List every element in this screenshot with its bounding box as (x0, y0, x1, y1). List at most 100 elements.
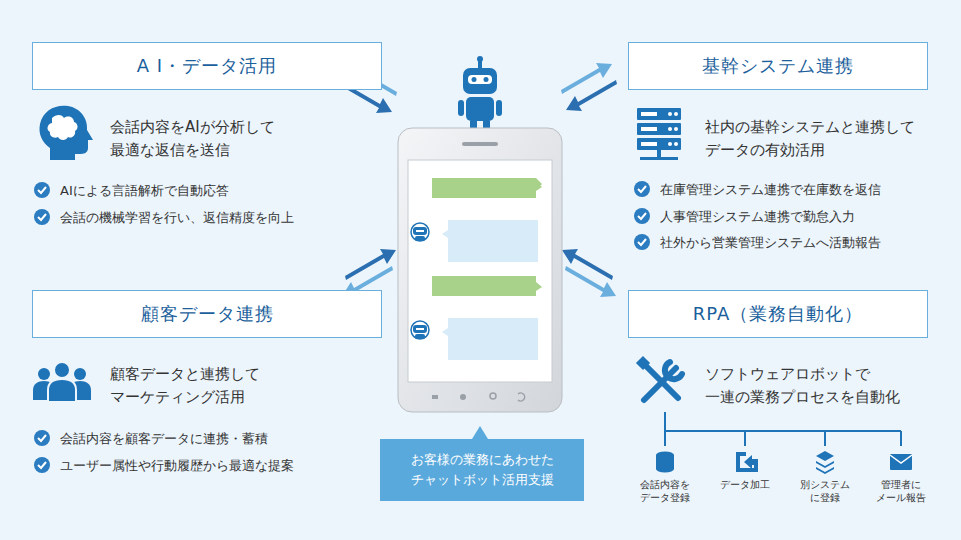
art-use (634, 208, 650, 224)
description-text: ソフトウェアロボットで 一連の業務プロセスを自動化 (705, 363, 945, 408)
art-rect (636, 356, 650, 370)
art-use (634, 234, 650, 250)
art-g (432, 393, 525, 401)
art-rect (640, 157, 678, 160)
art-circle (490, 393, 496, 399)
art-rect (641, 112, 657, 116)
art-line (744, 431, 746, 446)
art-rect (462, 142, 498, 146)
art-path (518, 393, 525, 401)
process-tree (665, 412, 901, 446)
description-text: 会話内容をAIが分析して 最適な返信を送信 (110, 116, 340, 161)
art-path (432, 276, 536, 296)
art-circle (484, 77, 489, 82)
art-rect (641, 142, 657, 146)
section-header: RPA（業務自動化） (628, 290, 928, 338)
art-polygon (561, 63, 612, 94)
section-header: A I・データ活用 (32, 42, 382, 90)
art-path (816, 451, 834, 461)
art-path (48, 379, 76, 402)
art-ellipse (656, 466, 674, 473)
art-rect (408, 160, 552, 382)
art-rect (466, 97, 494, 121)
art-rect (496, 100, 502, 116)
art-line (900, 431, 902, 446)
art-path (816, 467, 834, 474)
art-use (411, 321, 429, 339)
box-text: 基幹システム連携 (702, 54, 854, 78)
art-rect (637, 108, 681, 120)
art-polygon (565, 266, 616, 297)
art-circle (668, 142, 672, 146)
check-item: ユーザー属性や行動履歴から最適な提案 (60, 457, 294, 475)
art-rect (657, 150, 661, 158)
art-polygon (345, 249, 396, 280)
section-header: 顧客データ連携 (32, 290, 382, 338)
art-path (665, 362, 682, 379)
art-rect (468, 75, 492, 84)
art-rect (398, 128, 562, 412)
art-circle (38, 368, 50, 380)
tools-icon (636, 356, 682, 400)
art-use (34, 182, 50, 198)
art-circle (674, 142, 678, 146)
art-path (39, 106, 93, 160)
check-item: 社外から営業管理システムへ活動報告 (660, 234, 881, 252)
art-rect (890, 454, 912, 470)
art-use (34, 209, 50, 225)
art-circle (74, 368, 86, 380)
art-line (664, 412, 666, 446)
art-polygon (536, 182, 542, 191)
check-item: AIによる言語解析で自動応答 (60, 182, 229, 200)
double-arrows (341, 63, 617, 297)
art-circle (674, 112, 678, 116)
smartphone (398, 128, 562, 412)
box-text: RPA（業務自動化） (693, 302, 864, 326)
box-text: A I・データ活用 (137, 54, 277, 78)
art-circle (54, 362, 70, 378)
art-line (665, 430, 901, 432)
box-text: お客様の業務にあわせた チャットボット活用支援 (392, 450, 572, 490)
step-label: 別システム に登録 (790, 478, 860, 504)
section-header: 基幹システム連携 (628, 42, 928, 90)
art-rect (432, 395, 438, 399)
callout-box: お客様の業務にあわせた チャットボット活用支援 (380, 439, 584, 501)
art-rect (458, 100, 464, 116)
check-item: 在庫管理システム連携で在庫数を返信 (660, 181, 881, 199)
server-icon (637, 108, 681, 160)
step-label: 管理者に メール報告 (866, 478, 936, 504)
art-circle (460, 394, 466, 400)
art-rect (463, 68, 497, 94)
art-circle (477, 56, 483, 62)
description-text: 社内の基幹システムと連携して データの有効活用 (705, 116, 955, 161)
check-item: 会話の機械学習を行い、返信精度を向上 (60, 209, 294, 227)
art-use (411, 223, 429, 241)
art-path (744, 455, 758, 469)
art-path (432, 178, 536, 198)
check-item: 人事管理システム連携で勤怠入力 (660, 208, 855, 226)
art-path (442, 318, 538, 360)
art-path (432, 178, 542, 198)
people-icon (33, 362, 91, 402)
art-path (48, 115, 78, 140)
art-path (816, 461, 834, 468)
brain-head-icon (39, 106, 93, 160)
art-rect (637, 138, 681, 150)
art-path (736, 452, 758, 472)
art-path (442, 220, 538, 262)
art-line (646, 366, 678, 398)
art-polygon (536, 282, 542, 291)
check-item: 会話内容を顧客データに連携・蓄積 (60, 430, 268, 448)
art-use (34, 430, 50, 446)
art-circle (674, 127, 678, 131)
art-rect (641, 127, 657, 131)
art-use (34, 457, 50, 473)
process-icons (656, 451, 912, 474)
art-path (890, 455, 912, 463)
callout-pointer (472, 426, 488, 439)
art-circle (668, 127, 672, 131)
art-g (641, 112, 678, 146)
step-label: データ加工 (710, 478, 780, 491)
box-text: 顧客データ連携 (141, 302, 274, 326)
